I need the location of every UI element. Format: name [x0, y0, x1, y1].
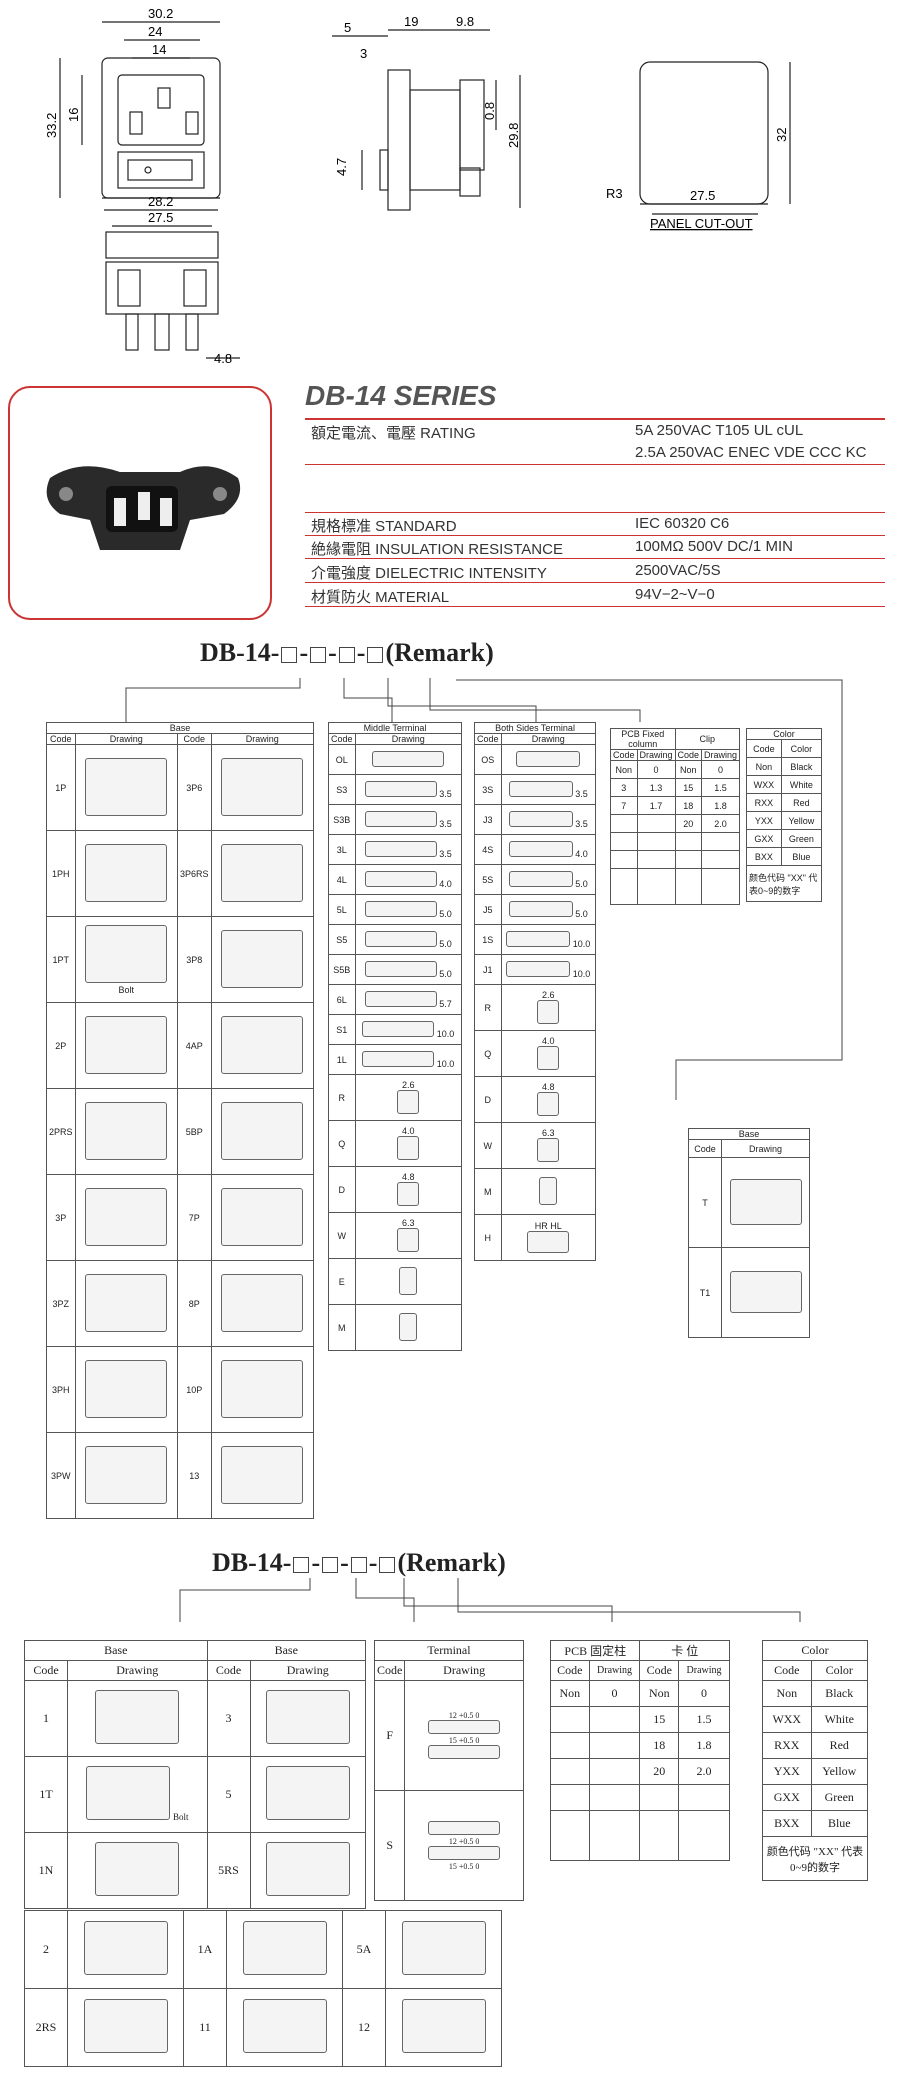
connector-lines-2 — [179, 1578, 801, 1622]
front-view-outline — [101, 57, 221, 199]
panel-w: 27.5 — [690, 188, 715, 203]
dim-d: 3 — [360, 46, 367, 61]
dim-w1: 30.2 — [148, 6, 173, 21]
panel-cutout-outline — [639, 61, 769, 205]
dim-h2: 16 — [66, 108, 81, 122]
panel-r: R3 — [606, 186, 623, 201]
dim-c: 9.8 — [456, 14, 474, 29]
spec-value-2: 2.5A 250VAC ENEC VDE CCC KC — [635, 444, 867, 461]
part-code-2: DB-14----(Remark) — [212, 1548, 506, 1577]
spec-value: 5A 250VAC T105 UL cUL — [635, 422, 804, 439]
dim-b: 19 — [404, 14, 418, 29]
part-code-1: DB-14----(Remark) — [200, 638, 494, 667]
spec-label: 額定電流、電壓 RATING — [311, 425, 476, 442]
technical-drawings: 30.2 24 14 33.2 16 28.2 27.5 4.8 5 19 9.… — [44, 6, 791, 366]
product-photo — [8, 386, 272, 620]
panel-label: PANEL CUT-OUT — [650, 216, 753, 231]
series-title: DB-14 SERIES — [305, 380, 497, 411]
dim-a: 5 — [344, 20, 351, 35]
panel-h: 32 — [774, 128, 789, 142]
dim-f: 29.8 — [506, 123, 521, 148]
dim-w3: 14 — [152, 42, 166, 57]
title-rule — [305, 418, 885, 420]
dim-w2: 24 — [148, 24, 162, 39]
dim-w4: 28.2 — [148, 194, 173, 209]
dim-w5: 27.5 — [148, 210, 173, 225]
dim-h1: 33.2 — [44, 113, 59, 138]
dim-g: 4.7 — [334, 158, 349, 176]
dim-w6: 4.8 — [214, 351, 232, 366]
spec-row-rating: 額定電流、電壓 RATING 5A 250VAC T105 UL cUL 2.5… — [305, 420, 885, 465]
dim-e: 0.8 — [482, 102, 497, 120]
connector-lines-1 — [125, 678, 843, 1100]
